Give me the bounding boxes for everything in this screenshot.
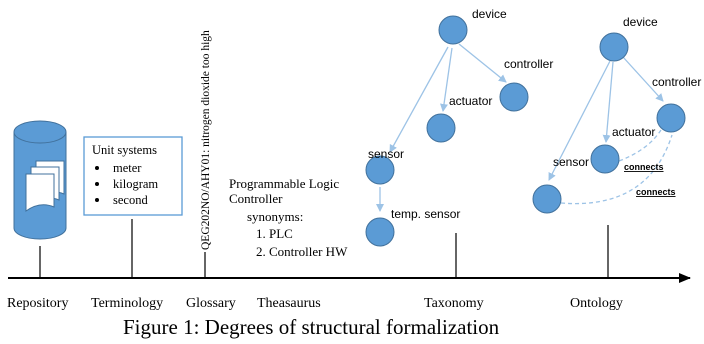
- bullet-icon: [95, 166, 99, 170]
- label-thesaurus: Theasaurus: [257, 296, 321, 311]
- taxonomy-node-temp-sensor: [365, 217, 395, 247]
- ontology-relation-line: [560, 134, 673, 205]
- terminology-box: [83, 136, 183, 216]
- document-stack-icon: [25, 160, 65, 212]
- ontology-node-actuator: [590, 144, 620, 174]
- ontology-label-device: device: [623, 15, 658, 29]
- ontology-relation-label: connects: [636, 187, 676, 197]
- synonym-item: 1. PLC: [256, 226, 293, 241]
- database-icon: [13, 120, 67, 240]
- terminology-item: meter: [113, 161, 142, 175]
- ontology-edge: [602, 61, 614, 143]
- terminology-item: second: [113, 193, 148, 207]
- taxonomy-edge: [389, 46, 449, 153]
- taxonomy-label-actuator: actuator: [449, 94, 492, 108]
- ontology-relation-line: [618, 129, 662, 162]
- label-terminology: Terminology: [91, 296, 163, 311]
- taxonomy-label-device: device: [472, 7, 507, 21]
- synonym-item: 2. Controller HW: [256, 244, 348, 259]
- ontology-edge: [548, 60, 611, 181]
- ontology-label-sensor: sensor: [553, 155, 589, 169]
- bullet-icon: [95, 182, 99, 186]
- taxonomy-node-sensor: [365, 155, 395, 185]
- bullet-icon: [95, 198, 99, 202]
- ontology-node-device: [599, 32, 629, 62]
- thesaurus-term: Programmable Logic: [229, 176, 339, 191]
- taxonomy-edge: [440, 47, 453, 112]
- glossary-entry: QEG202NO/AHY01: nitrogen dioxide too hig…: [200, 30, 212, 250]
- label-ontology: Ontology: [570, 296, 623, 311]
- taxonomy-edge: [458, 43, 507, 83]
- synonyms-label: synonyms:: [247, 209, 303, 224]
- taxonomy-label-sensor: sensor: [368, 147, 404, 161]
- taxonomy-label-controller: controller: [504, 57, 553, 71]
- taxonomy-label-temp-sensor: temp. sensor: [391, 207, 460, 221]
- label-taxonomy: Taxonomy: [424, 296, 484, 311]
- ontology-relation-label: connects: [624, 162, 664, 172]
- ontology-label-actuator: actuator: [612, 125, 655, 139]
- terminology-item: kilogram: [113, 177, 158, 191]
- taxonomy-node-actuator: [426, 113, 456, 143]
- figure-caption: Figure 1: Degrees of structural formaliz…: [123, 315, 500, 339]
- thesaurus-term-cont: Controller: [229, 191, 283, 206]
- label-glossary: Glossary: [186, 296, 236, 311]
- taxonomy-node-device: [438, 15, 468, 45]
- taxonomy-node-controller: [499, 82, 529, 112]
- ontology-label-controller: controller: [652, 75, 701, 89]
- terminology-title: Unit systems: [92, 143, 157, 157]
- ontology-edge: [622, 56, 664, 102]
- ontology-node-sensor: [532, 184, 562, 214]
- label-repository: Repository: [7, 296, 68, 311]
- ontology-node-controller: [656, 103, 686, 133]
